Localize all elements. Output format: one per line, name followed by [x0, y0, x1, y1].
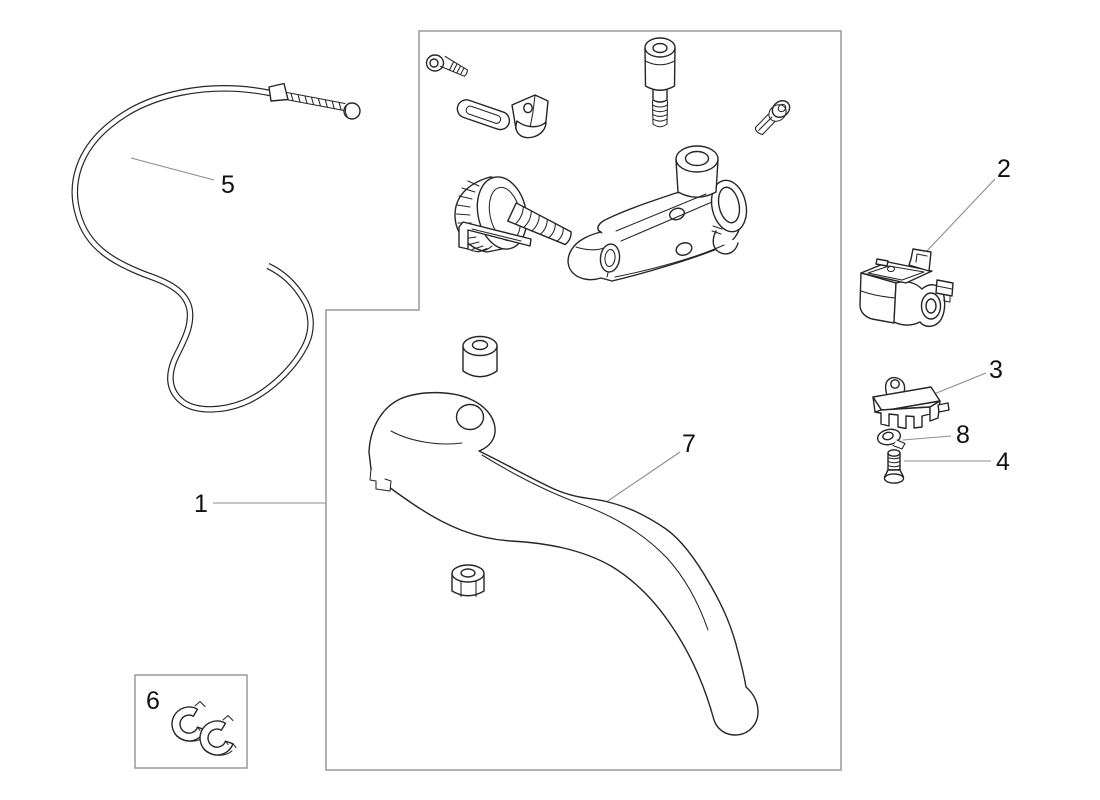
- socket-screw-drawing: [425, 54, 468, 77]
- clamp-shell-b: [199, 714, 237, 756]
- bracket-hole-lower: [675, 242, 693, 256]
- pivot-bolt-shank: [652, 89, 668, 103]
- callout-4: 4: [996, 448, 1010, 476]
- spacer-top: [462, 335, 498, 357]
- pivot-bolt-head-top: [644, 37, 676, 58]
- socket-screw-head: [425, 54, 445, 72]
- inset-box-part6: [134, 674, 248, 769]
- lever-screw-drawing: [754, 100, 791, 136]
- leader-part7: [595, 451, 681, 510]
- lever-bracket-drawing: [567, 145, 748, 282]
- bracket-clamp-slit: [711, 225, 723, 235]
- callout-3: 3: [989, 356, 1003, 384]
- cable-nipple-edge: [344, 104, 348, 117]
- guide-plate: [456, 99, 511, 131]
- nut-bore: [460, 568, 476, 578]
- switch-ear-hole: [890, 379, 900, 389]
- callout-2: 2: [997, 155, 1011, 183]
- guide-plate-slot: [465, 105, 502, 124]
- cable-end-nipple: [343, 102, 361, 120]
- holder-ring: [920, 292, 942, 320]
- micro-switch-drawing: [872, 376, 950, 430]
- callout-6: 6: [146, 687, 160, 715]
- nut-top: [451, 564, 485, 583]
- pivot-bolt-head-side: [644, 47, 676, 91]
- callout-1: 1: [194, 490, 208, 518]
- leader-part5: [130, 157, 215, 181]
- callout-labels: 1 2 3 4 5 6 7 8: [146, 155, 1011, 715]
- screw-thread: [887, 456, 901, 471]
- spacer-bore: [471, 339, 489, 351]
- pivot-bolt-head-ring: [644, 60, 676, 66]
- screw-head-face: [883, 473, 905, 484]
- cable-guide-clip-drawing: [456, 94, 549, 139]
- lever-screw-tip-detail: [777, 103, 787, 113]
- bracket-clamp-bore: [717, 186, 741, 224]
- washer-ring: [876, 428, 902, 446]
- holder-top-rim: [860, 261, 933, 284]
- switch-pins: [874, 406, 931, 430]
- leader-part3: [933, 372, 987, 395]
- adjuster-lock-slot: [471, 228, 522, 242]
- guide-block-flange: [515, 120, 547, 139]
- knurled-adjuster-drawing: [454, 176, 572, 253]
- lever-screw-thread: [754, 113, 776, 136]
- hex-nut-drawing: [451, 564, 485, 598]
- bracket-clamp-lobe: [712, 230, 739, 255]
- bracket-channel-mouth: [599, 243, 621, 273]
- leader-part2: [924, 178, 996, 254]
- main-kit-frame: [325, 30, 842, 771]
- pivot-bolt-thread: [651, 100, 669, 128]
- adjuster-collar-arc: [467, 245, 493, 253]
- cable-inner: [72, 86, 313, 412]
- holder-tab: [908, 248, 932, 272]
- bracket-boss-bore: [684, 150, 710, 167]
- clamp-shells-drawing: [171, 700, 237, 756]
- washer-bore: [882, 431, 894, 441]
- spacer-bushing-drawing: [462, 335, 498, 378]
- callout-8: 8: [956, 421, 970, 449]
- lever-body: [368, 391, 759, 736]
- lever-pivot-hole: [455, 403, 485, 431]
- holder-tab-step: [915, 253, 928, 263]
- adjuster-stud: [507, 202, 572, 246]
- pivot-bolt-head-hole: [652, 42, 668, 54]
- screw-top: [887, 449, 901, 457]
- cable-ferrule: [268, 82, 289, 102]
- bracket-boss-top: [675, 145, 719, 173]
- socket-screw-thread: [439, 55, 468, 77]
- switch-holder-drawing: [859, 248, 954, 328]
- pivot-bolt-drawing: [644, 37, 676, 128]
- mounting-screw-drawing: [883, 449, 905, 484]
- holder-side-block-line: [936, 285, 953, 303]
- switch-actuator-pin: [937, 402, 950, 413]
- holder-front-face: [859, 272, 897, 324]
- lever-head-recess: [390, 430, 463, 445]
- callout-7: 7: [682, 430, 696, 458]
- washer-drawing: [876, 428, 906, 450]
- holder-ring-bore: [925, 298, 937, 314]
- washer-tab: [892, 439, 906, 450]
- clutch-cable-drawing: [71, 82, 361, 413]
- cable-inner-wire: [285, 91, 346, 112]
- leader-lines: [130, 157, 996, 510]
- clutch-lever-drawing: [368, 391, 759, 736]
- holder-rim-bump: [875, 258, 889, 267]
- lever-step-tab: [369, 468, 392, 492]
- cable-outer: [71, 85, 314, 413]
- leader-part8: [902, 435, 952, 441]
- holder-rim-inner: [867, 265, 925, 281]
- callout-5: 5: [221, 171, 235, 199]
- lever-blade-edge-line: [481, 454, 709, 631]
- holder-rim-hole: [886, 265, 896, 273]
- adjuster-lock-plate: [458, 221, 532, 250]
- bracket-channel-bore: [604, 249, 616, 267]
- lever-screw-head: [771, 100, 791, 118]
- holder-face-line: [860, 290, 896, 299]
- socket-screw-socket: [429, 58, 439, 68]
- guide-block-hole: [523, 102, 533, 114]
- bracket-hole-upper: [668, 207, 686, 221]
